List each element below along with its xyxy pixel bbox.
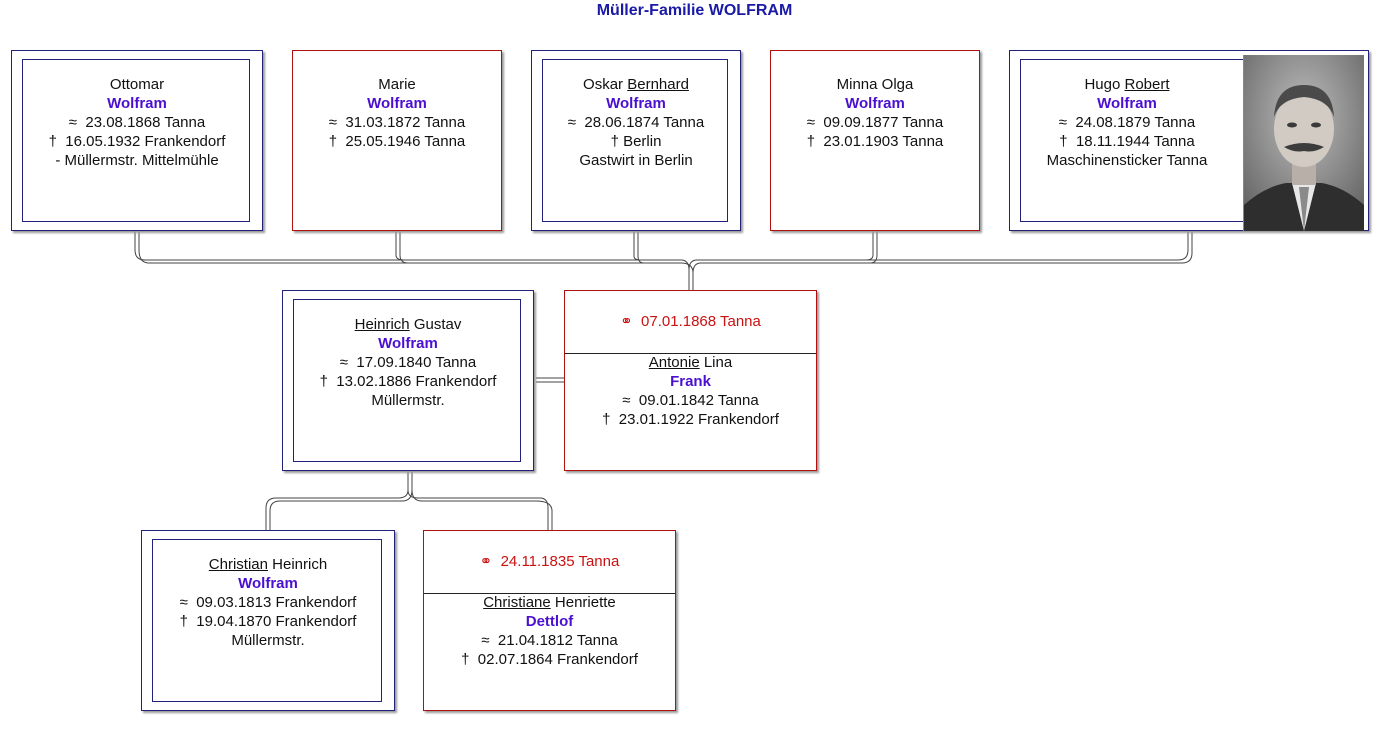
person-card-oskar-bernhard[interactable]: Oskar Bernhard Wolfram ≈ 28.06.1874 Tann… [531, 50, 741, 231]
birth-symbol: ≈ [567, 114, 577, 131]
death-line: † 19.04.1870 Frankendorf [179, 613, 357, 630]
surname: Wolfram [107, 95, 167, 112]
death-line: † 23.01.1922 Frankendorf [602, 411, 779, 428]
given-name: Marie [378, 76, 416, 93]
card-inner-frame [293, 299, 521, 462]
person-card-marie[interactable]: Marie Wolfram ≈ 31.03.1872 Tanna † 25.05… [292, 50, 502, 231]
birth-symbol: ≈ [806, 114, 816, 131]
given-name: Christiane Henriette [483, 594, 616, 611]
birth-symbol: ≈ [622, 392, 631, 409]
birth-symbol: ≈ [481, 632, 490, 649]
card-inner-frame [542, 59, 728, 222]
death-line: † 25.05.1946 Tanna [328, 133, 466, 150]
death-line: † Berlin [610, 133, 662, 150]
person-card-christiane-henriette[interactable]: ⚭ 24.11.1835 Tanna Christiane Henriette … [423, 530, 676, 711]
divider-line [565, 353, 816, 354]
death-symbol: † [602, 411, 611, 428]
person-card-heinrich-gustav[interactable]: Heinrich Gustav Wolfram ≈ 17.09.1840 Tan… [282, 290, 534, 471]
birth-line: ≈ 23.08.1868 Tanna [68, 114, 206, 131]
card-inner-frame [22, 59, 250, 222]
occupation: - Müllermstr. Mittelmühle [55, 152, 219, 169]
birth-line: ≈ 09.09.1877 Tanna [806, 114, 944, 131]
birth-line: ≈ 17.09.1840 Tanna [339, 354, 477, 371]
birth-symbol: ≈ [68, 114, 78, 131]
page-title: Müller-Familie WOLFRAM [596, 2, 793, 19]
birth-symbol: ≈ [179, 594, 188, 611]
death-line: † 13.02.1886 Frankendorf [319, 373, 497, 390]
birth-line: ≈ 09.03.1813 Frankendorf [179, 594, 357, 611]
divider-line [424, 593, 675, 594]
surname: Wolfram [845, 95, 905, 112]
person-card-antonie-lina[interactable]: ⚭ 07.01.1868 Tanna Antonie Lina Frank ≈ … [564, 290, 817, 471]
birth-line: ≈ 21.04.1812 Tanna [481, 632, 618, 649]
death-line: † 18.11.1944 Tanna [1059, 133, 1195, 150]
person-card-christian-heinrich[interactable]: Christian Heinrich Wolfram ≈ 09.03.1813 … [141, 530, 395, 711]
surname: Wolfram [1097, 95, 1157, 112]
death-symbol: † [806, 133, 816, 150]
birth-symbol: ≈ [328, 114, 338, 131]
person-card-ottomar[interactable]: Ottomar Wolfram ≈ 23.08.1868 Tanna † 16.… [11, 50, 263, 231]
surname: Wolfram [378, 335, 438, 352]
marriage-rings-icon: ⚭ [620, 313, 633, 330]
occupation: Gastwirt in Berlin [579, 152, 693, 169]
death-symbol: † [1059, 133, 1068, 150]
death-symbol: † [461, 651, 470, 668]
surname: Wolfram [367, 95, 427, 112]
surname: Dettlof [525, 613, 574, 630]
given-name: Heinrich Gustav [354, 316, 462, 333]
person-card-minna-olga[interactable]: Minna Olga Wolfram ≈ 09.09.1877 Tanna † … [770, 50, 980, 231]
birth-line: ≈ 31.03.1872 Tanna [328, 114, 466, 131]
card-inner-frame [152, 539, 382, 702]
given-name: Christian Heinrich [208, 556, 328, 573]
given-name: Hugo Robert [1084, 76, 1170, 93]
death-line: † 23.01.1903 Tanna [806, 133, 944, 150]
given-name: Ottomar [109, 76, 165, 93]
occupation: Maschinensticker Tanna [1046, 152, 1208, 169]
birth-line: ≈ 28.06.1874 Tanna [567, 114, 705, 131]
given-name: Oskar Bernhard [583, 76, 689, 93]
death-line: † 02.07.1864 Frankendorf [461, 651, 638, 668]
surname: Wolfram [606, 95, 666, 112]
surname: Wolfram [238, 575, 298, 592]
death-symbol: † [48, 133, 57, 150]
occupation: Müllermstr. [231, 632, 305, 649]
death-symbol: † [179, 613, 188, 630]
marriage-date: ⚭ 24.11.1835 Tanna [479, 553, 620, 570]
death-symbol: † [328, 133, 338, 150]
death-symbol: † [610, 133, 619, 150]
portrait-photo [1243, 55, 1364, 231]
birth-line: ≈ 09.01.1842 Tanna [622, 392, 759, 409]
marriage-date: ⚭ 07.01.1868 Tanna [620, 313, 761, 330]
birth-line: ≈ 24.08.1879 Tanna [1058, 114, 1196, 131]
death-line: † 16.05.1932 Frankendorf [48, 133, 226, 150]
occupation: Müllermstr. [371, 392, 445, 409]
birth-symbol: ≈ [339, 354, 349, 371]
birth-symbol: ≈ [1058, 114, 1068, 131]
death-symbol: † [319, 373, 328, 390]
surname: Frank [670, 373, 711, 390]
marriage-rings-icon: ⚭ [479, 553, 493, 570]
person-card-hugo-robert[interactable]: Hugo Robert Wolfram ≈ 24.08.1879 Tanna †… [1009, 50, 1369, 231]
given-name: Antonie Lina [648, 354, 733, 371]
given-name: Minna Olga [836, 76, 914, 93]
